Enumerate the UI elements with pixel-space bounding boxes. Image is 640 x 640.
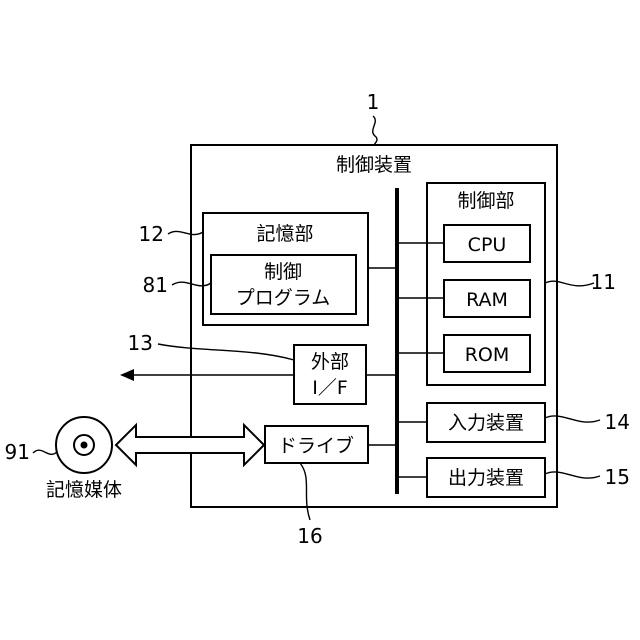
storage-medium-ref: 91 bbox=[5, 440, 30, 464]
storage-medium-label: 記憶媒体 bbox=[46, 479, 122, 501]
input-device-ref: 14 bbox=[605, 410, 630, 434]
control-device-ref: 1 bbox=[367, 90, 380, 114]
control-unit-ref: 11 bbox=[591, 270, 616, 294]
drive-ref: 16 bbox=[297, 524, 322, 548]
control-unit-title: 制御部 bbox=[457, 190, 514, 212]
control-program-line2: プログラム bbox=[236, 287, 330, 309]
cpu-label: CPU bbox=[468, 234, 507, 256]
input-device-label: 入力装置 bbox=[448, 412, 524, 434]
storage-medium-disc-hole bbox=[81, 442, 88, 449]
ram-label: RAM bbox=[466, 289, 508, 311]
control-device-title: 制御装置 bbox=[336, 154, 412, 176]
external-if-line2: I／F bbox=[312, 377, 348, 399]
storage-medium-leader bbox=[33, 450, 57, 454]
external-if-ref: 13 bbox=[128, 331, 153, 355]
drive-label: ドライブ bbox=[278, 434, 354, 457]
control-program-line1: 制御 bbox=[264, 261, 302, 283]
external-if-arrow-head bbox=[120, 369, 134, 381]
storage-title: 記憶部 bbox=[256, 223, 313, 245]
output-device-ref: 15 bbox=[605, 465, 630, 489]
external-if-line1: 外部 bbox=[311, 351, 349, 373]
control-device-leader bbox=[373, 116, 377, 145]
control-program-ref: 81 bbox=[143, 273, 168, 297]
output-device-label: 出力装置 bbox=[448, 467, 524, 489]
storage-ref: 12 bbox=[139, 222, 164, 246]
rom-label: ROM bbox=[465, 344, 510, 366]
